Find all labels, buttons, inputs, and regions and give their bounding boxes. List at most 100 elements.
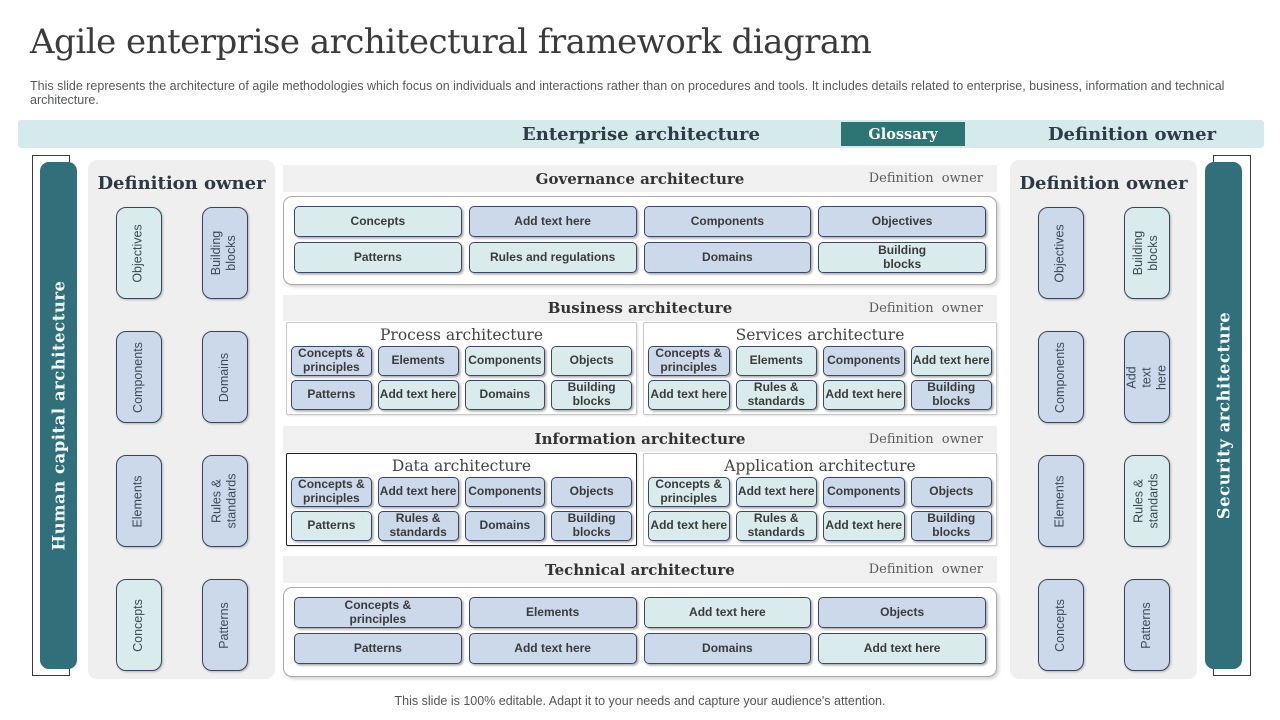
framework-cell[interactable]: Domains [464, 511, 546, 541]
framework-cell[interactable]: Add text here [823, 511, 905, 541]
cell-label: Rules & standards [209, 473, 239, 529]
application-cells: Concepts & principles Add text here Comp… [644, 476, 996, 546]
section-title: Information architecture [534, 430, 746, 448]
subpanel-title: Application architecture [724, 457, 916, 475]
framework-cell[interactable]: Objectives [115, 207, 162, 299]
security-rail-label: Security architecture [1214, 311, 1234, 520]
cell-label: Patterns [217, 601, 231, 649]
services-architecture-panel: Services architecture Concepts & princip… [643, 322, 997, 415]
framework-cell[interactable]: Rules & standards [377, 511, 459, 541]
framework-cell[interactable]: Add text here [377, 477, 459, 507]
framework-cell[interactable]: Patterns [294, 242, 462, 273]
framework-cell[interactable]: Concepts & principles [291, 346, 372, 376]
framework-cell[interactable]: Building blocks [551, 511, 632, 541]
governance-cells: Concepts Add text here Components Object… [284, 197, 996, 282]
framework-cell[interactable]: Add text here [735, 477, 817, 507]
framework-cell[interactable]: Building blocks [910, 511, 992, 541]
cell-label: Rules & standards [1131, 473, 1161, 529]
framework-cell[interactable]: Domains [643, 633, 812, 664]
framework-cell[interactable]: Patterns [1123, 579, 1170, 671]
framework-cell[interactable]: Building blocks [551, 380, 632, 410]
framework-cell[interactable]: Objects [910, 477, 992, 507]
framework-cell[interactable]: Add text here [377, 380, 459, 410]
application-architecture-panel: Application architecture Concepts & prin… [643, 453, 997, 546]
framework-cell[interactable]: Add text here [468, 206, 637, 237]
framework-cell[interactable]: Rules & standards [201, 455, 248, 547]
page-subtitle: This slide represents the architecture o… [30, 79, 1225, 107]
framework-cell[interactable]: Components [464, 346, 546, 376]
framework-cell[interactable]: Building blocks [818, 242, 986, 273]
left-definition-owner-panel: Definition owner Objectives Building blo… [88, 160, 275, 679]
technical-panel: Concepts & principles Elements Add text … [283, 587, 997, 677]
framework-cell[interactable]: Building blocks [910, 380, 992, 410]
section-title: Business architecture [547, 299, 733, 317]
left-panel-grid: Objectives Building blocks Components Do… [88, 207, 275, 671]
enterprise-architecture-banner: Enterprise architecture Glossary Definit… [18, 120, 1264, 148]
framework-cell[interactable]: Rules & standards [1123, 455, 1170, 547]
glossary-button[interactable]: Glossary [841, 122, 965, 146]
right-panel-grid: Objectives Building blocks Components Ad… [1010, 207, 1197, 671]
framework-cell[interactable]: Add text here [648, 511, 730, 541]
framework-cell[interactable]: Rules and regulations [468, 242, 637, 273]
framework-cell[interactable]: Concepts & principles [648, 346, 730, 376]
subpanel-title: Services architecture [735, 326, 905, 344]
cell-label: Building blocks [1131, 230, 1161, 276]
framework-cell[interactable]: Patterns [294, 633, 462, 664]
framework-cell[interactable]: Add text here [643, 597, 812, 628]
governance-panel: Concepts Add text here Components Object… [283, 196, 997, 285]
framework-cell[interactable]: Add text here [648, 380, 730, 410]
framework-cell[interactable]: Domains [643, 242, 812, 273]
section-owner: Definition owner [868, 300, 983, 316]
framework-cell[interactable]: Components [823, 346, 905, 376]
cell-label: Elements [1053, 474, 1068, 528]
cell-label: Components [131, 341, 145, 413]
framework-cell[interactable]: Components [1037, 331, 1084, 423]
framework-cell[interactable]: Rules & standards [735, 511, 817, 541]
security-architecture-rail: Security architecture [1205, 162, 1242, 669]
human-capital-architecture-rail: Human capital architecture [40, 162, 77, 669]
framework-cell[interactable]: Add text here [910, 346, 992, 376]
framework-cell[interactable]: Patterns [201, 579, 248, 671]
framework-cell[interactable]: Concepts [115, 579, 162, 671]
framework-cell[interactable]: Domains [464, 380, 546, 410]
subpanel-title: Data architecture [391, 457, 532, 475]
page-title: Agile enterprise architectural framework… [30, 22, 872, 62]
process-architecture-panel: Process architecture Concepts & principl… [286, 322, 637, 415]
section-title: Governance architecture [535, 169, 745, 188]
framework-cell[interactable]: Objects [551, 346, 632, 376]
framework-cell[interactable]: Concepts [1037, 579, 1084, 671]
framework-cell[interactable]: Concepts [294, 206, 462, 237]
framework-cell[interactable]: Patterns [291, 511, 372, 541]
framework-cell[interactable]: Add text here [818, 633, 986, 664]
framework-cell[interactable]: Building blocks [1123, 207, 1170, 299]
framework-cell[interactable]: Elements [1037, 455, 1084, 547]
banner-title: Enterprise architecture [522, 123, 760, 145]
framework-cell[interactable]: Objects [551, 477, 632, 507]
framework-cell[interactable]: Building blocks [201, 207, 248, 299]
framework-cell[interactable]: Add text here [1123, 331, 1170, 423]
framework-cell[interactable]: Elements [735, 346, 817, 376]
framework-cell[interactable]: Elements [468, 597, 637, 628]
cell-label: Patterns [1139, 601, 1153, 649]
framework-cell[interactable]: Concepts & principles [291, 477, 372, 507]
framework-cell[interactable]: Components [464, 477, 546, 507]
framework-cell[interactable]: Concepts & principles [648, 477, 730, 507]
framework-cell[interactable]: Elements [377, 346, 459, 376]
framework-cell[interactable]: Components [823, 477, 905, 507]
framework-cell[interactable]: Components [643, 206, 812, 237]
framework-cell[interactable]: Rules & standards [735, 380, 817, 410]
framework-cell[interactable]: Add text here [468, 633, 637, 664]
framework-cell[interactable]: Objectives [1037, 207, 1084, 299]
framework-cell[interactable]: Domains [201, 331, 248, 423]
framework-cell[interactable]: Add text here [823, 380, 905, 410]
framework-cell[interactable]: Objects [818, 597, 986, 628]
section-owner: Definition owner [868, 431, 983, 447]
center-architecture-column: Governance architecture Definition owner… [283, 0, 997, 720]
framework-cell[interactable]: Objectives [818, 206, 986, 237]
process-cells: Concepts & principles Elements Component… [287, 345, 636, 415]
data-cells: Concepts & principles Add text here Comp… [287, 476, 636, 546]
framework-cell[interactable]: Patterns [291, 380, 372, 410]
framework-cell[interactable]: Components [115, 331, 162, 423]
framework-cell[interactable]: Concepts & principles [294, 597, 462, 628]
framework-cell[interactable]: Elements [115, 455, 162, 547]
